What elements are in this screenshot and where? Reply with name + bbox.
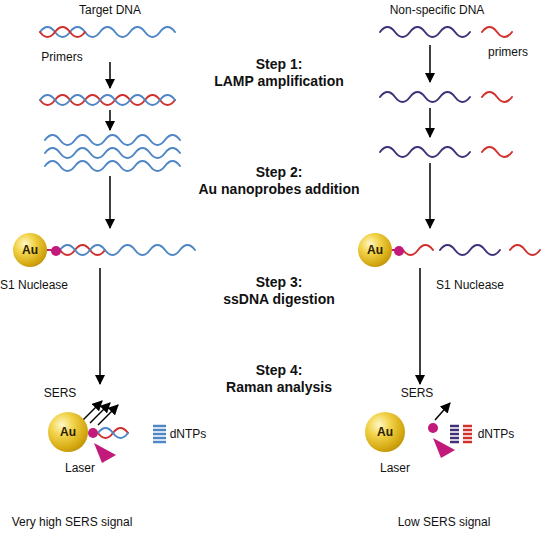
sers-emission-arrow [90,403,110,423]
text-label: S1 Nuclease [436,278,504,292]
particle-label: Au [22,243,38,257]
text-label: Target DNA [79,3,141,17]
gold-nanoparticle: Au [13,233,47,267]
target-strand [40,27,175,37]
step-heading: ssDNA digestion [223,291,335,307]
step-heading: Step 2: [256,164,303,180]
dntp-bar [153,433,166,436]
dntp-bar [153,429,166,432]
process-arrow [109,176,111,228]
text-label: Laser [380,461,410,475]
gold-nanoparticle: Au [365,412,405,452]
dntp-bar [450,425,459,428]
target-strand [40,95,175,105]
probe-strand [60,245,105,255]
nonspecific-strand [440,245,500,255]
sers-emission-arrow [82,401,102,421]
text-label: Non-specific DNA [390,3,485,17]
step-heading: Step 3: [256,274,303,290]
amplicon-strand [98,428,128,438]
amplicon-strand [45,148,180,158]
raman-reporter [88,428,98,438]
step-heading: Raman analysis [226,379,332,395]
process-arrow [429,45,431,82]
step-heading: Au nanoprobes addition [199,181,360,197]
text-label: SERS [44,386,77,400]
sers-emission-arrow [98,405,118,425]
dntp-bar [463,433,472,436]
step-heading: Step 1: [256,56,303,72]
primer-strand [40,27,85,37]
amplicon-strand [60,245,195,255]
primer-strand [482,147,512,157]
particle-label: Au [377,425,393,439]
dntp-bar [450,441,459,444]
dntp-bar [153,441,166,444]
amplicon-strand [45,135,180,145]
dntp-bar [450,429,459,432]
nonspecific-strand [380,147,470,157]
text-label: Primers [41,50,82,64]
dntp-bar [153,437,166,440]
text-label: Very high SERS signal [12,515,133,529]
text-label: dNTPs [478,427,515,441]
text-label: SERS [401,386,434,400]
process-arrow [109,62,111,88]
amplicon-strand [45,161,180,171]
process-arrow [109,110,111,130]
laser-beam [94,443,116,463]
probe-strand [403,245,433,255]
sers-emission-arrow [435,403,450,420]
text-label: S1 Nuclease [0,278,68,292]
dntp-bar [450,437,459,440]
raman-reporter [51,246,61,256]
step-heading: Step 4: [256,362,303,378]
dntp-bar [463,429,472,432]
dntp-bar [463,441,472,444]
probe-strand [98,428,128,438]
gold-nanoparticle: Au [48,412,88,452]
process-arrow [429,163,431,228]
dntp-bar [463,425,472,428]
process-arrow [429,108,431,137]
nonspecific-strand [380,27,470,37]
dntp-bar [450,433,459,436]
raman-reporter [394,246,404,256]
text-label: Low SERS signal [398,515,491,529]
process-arrow [99,268,101,384]
process-arrow [419,268,421,384]
text-label: primers [488,45,528,59]
particle-label: Au [60,425,76,439]
text-label: Laser [65,461,95,475]
primer-strand [510,245,540,255]
gold-nanoparticle: Au [358,233,392,267]
step-heading: LAMP amplification [214,73,344,89]
primer-strand [482,92,512,102]
particle-label: Au [367,243,383,257]
primer-strand [40,95,175,105]
nonspecific-strand [380,92,470,102]
primer-strand [482,27,512,37]
text-label: dNTPs [170,427,207,441]
dntp-bar [153,425,166,428]
raman-reporter [428,423,438,433]
dntp-bar [463,437,472,440]
